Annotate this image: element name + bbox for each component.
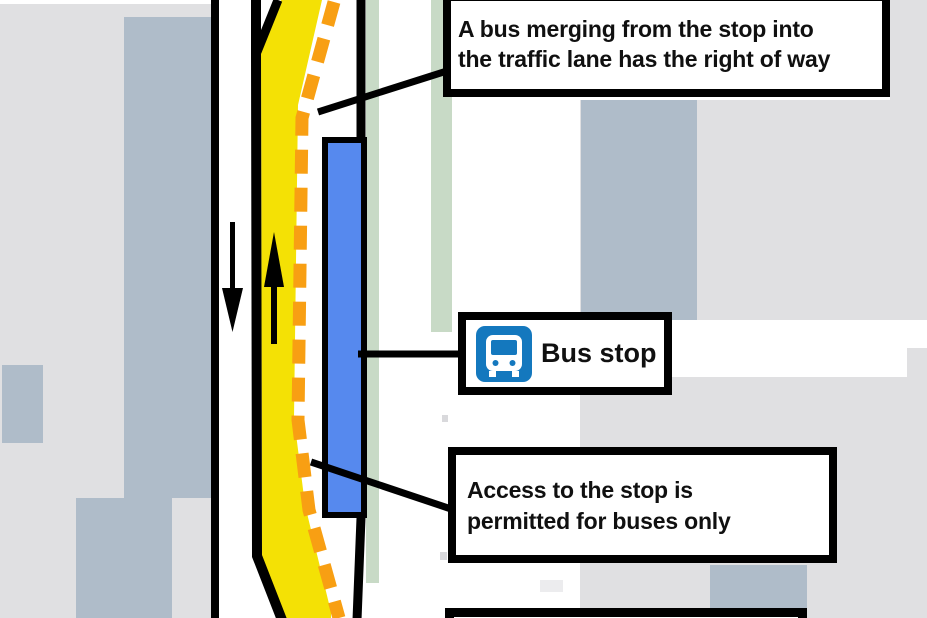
- building-left-bottom: [76, 498, 172, 618]
- ground-top-right: [890, 0, 927, 102]
- callout-bus-stop: Bus stop: [458, 312, 672, 395]
- building-left-large: [124, 17, 213, 498]
- lane-divider-branch: [252, 0, 283, 54]
- building-left-small: [2, 365, 43, 443]
- callout-merge-text-line2: the traffic lane has the right of way: [458, 46, 831, 72]
- lane-divider-line: [251, 0, 287, 618]
- road-edge-left: [211, 0, 219, 618]
- callout-merge-rule: A bus merging from the stop into the tra…: [443, 0, 890, 97]
- cross-street-band-end: [907, 320, 927, 348]
- bus-platform: [328, 143, 361, 512]
- callout-access-text-line1: Access to the stop is: [467, 477, 693, 503]
- connector-merge-line: [316, 66, 452, 116]
- callout-access-rule: Access to the stop is permitted for buse…: [448, 447, 837, 563]
- traffic-arrow-up: [264, 232, 284, 344]
- callout-partial-bottom: [445, 608, 807, 618]
- greenery-strip-inner: [366, 0, 379, 583]
- building-right-upper: [581, 100, 697, 320]
- callout-merge-text-line1: A bus merging from the stop into: [458, 16, 814, 42]
- pavement-mark-2: [440, 552, 447, 560]
- pavement-mark-3: [540, 580, 563, 592]
- bus-lane: [261, 0, 331, 618]
- dashed-lane-marking: [291, 0, 346, 618]
- callout-bus-stop-label: Bus stop: [541, 338, 657, 368]
- callout-access-text-line2: permitted for buses only: [467, 508, 731, 534]
- pavement-mark-1: [442, 415, 448, 422]
- traffic-arrow-down: [222, 222, 243, 332]
- connector-access-line: [309, 458, 456, 514]
- bus-icon: [476, 325, 532, 382]
